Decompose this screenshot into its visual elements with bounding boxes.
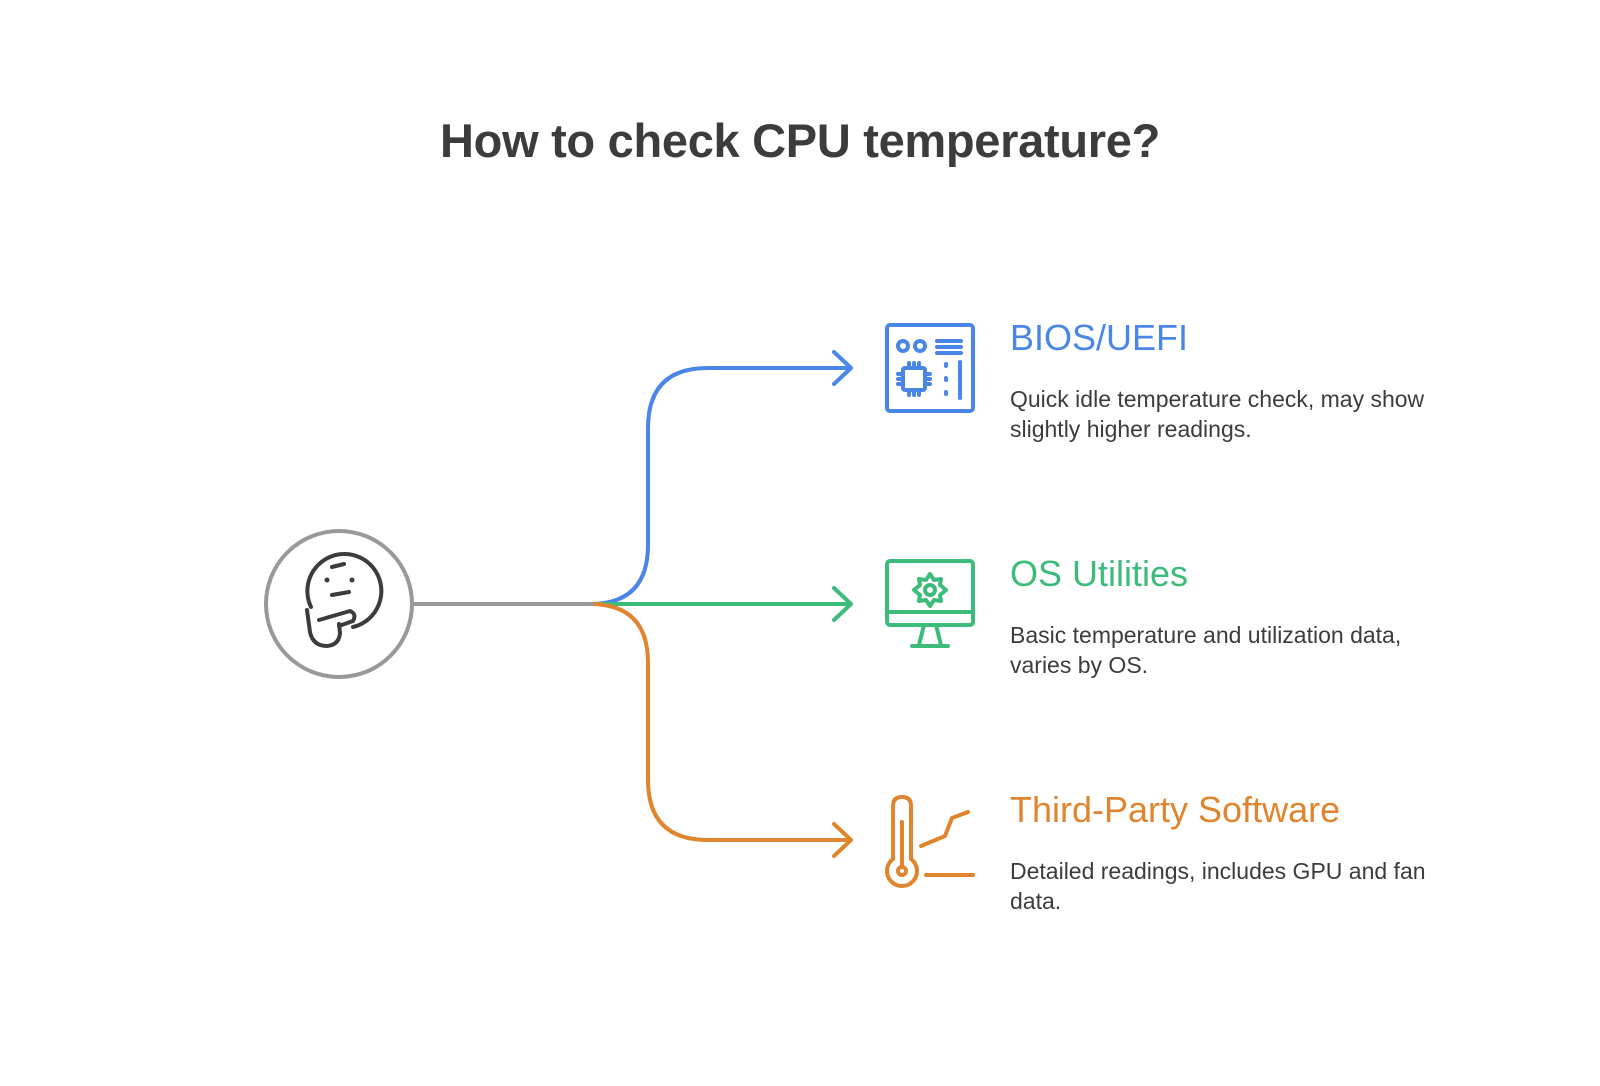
arrowhead-third-party xyxy=(832,822,853,858)
motherboard-chip-icon xyxy=(885,323,975,413)
branch-title-os: OS Utilities xyxy=(1010,553,1189,594)
monitor-gear-icon xyxy=(885,559,975,648)
branch-title-bios: BIOS/UEFI xyxy=(1010,317,1189,358)
branch-desc-third-party: Detailed readings, includes GPU and fan … xyxy=(1010,858,1426,914)
branch-desc-os: Basic temperature and utilization data, … xyxy=(1010,622,1402,678)
arrowhead-os xyxy=(832,586,853,622)
branch-desc-bios: Quick idle temperature check, may show s… xyxy=(1010,386,1425,442)
root-node xyxy=(264,529,414,679)
connector-third-party xyxy=(588,602,852,842)
connector-bios xyxy=(588,366,852,606)
thermometer-graph-icon xyxy=(885,795,975,888)
thinking-face-icon xyxy=(305,552,384,648)
arrowhead-bios xyxy=(832,350,853,386)
page-title: How to check CPU temperature? xyxy=(440,114,1160,167)
branch-title-third-party: Third-Party Software xyxy=(1010,789,1341,830)
